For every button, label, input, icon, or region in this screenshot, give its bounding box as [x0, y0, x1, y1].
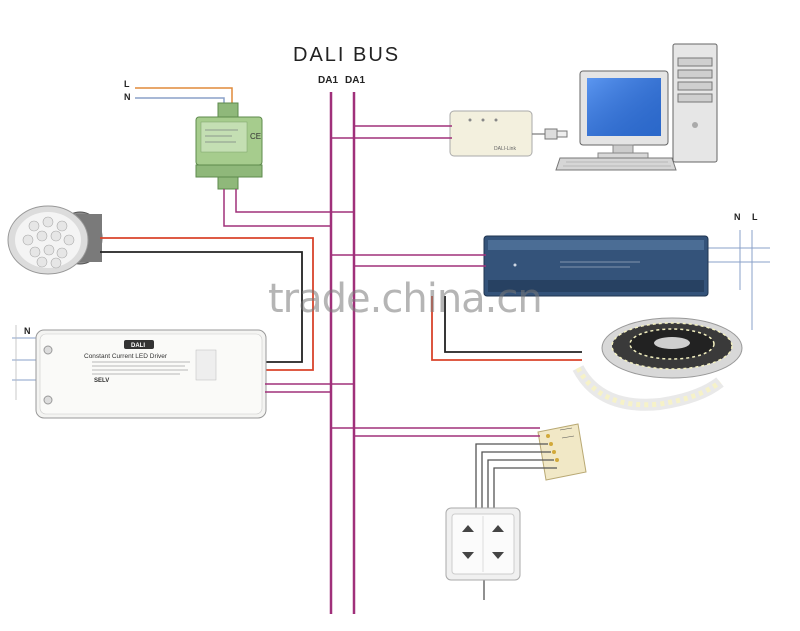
- dali-bus-title: DALI BUS: [293, 44, 401, 66]
- push-button-coupler: [537, 423, 587, 481]
- mains-live-label-top: L: [124, 79, 130, 89]
- driver-title: Constant Current LED Driver: [84, 353, 168, 360]
- driver-brand-badge: DALI: [131, 343, 145, 349]
- dali-power-supply-module: CE: [195, 102, 263, 190]
- computer-monitor: [579, 70, 669, 159]
- ce-mark: CE: [250, 132, 261, 141]
- usb-dali-interface: DALI-Link: [449, 110, 568, 157]
- dali-led-driver-aluminium: [483, 235, 709, 297]
- wall-push-switch: [445, 507, 521, 581]
- bus-line-label-1: DA1: [318, 75, 339, 86]
- bus-line-label-2: DA1: [345, 75, 366, 86]
- usb-interface-label: DALI-Link: [494, 146, 516, 152]
- mains-live-label-right: L: [752, 212, 758, 222]
- coupler-bus-wires: [331, 427, 540, 437]
- computer-tower: [672, 43, 718, 163]
- watermark: trade.china.cn: [268, 276, 543, 322]
- led-downlight: [7, 205, 103, 275]
- mains-neutral-label-top: N: [124, 92, 131, 102]
- dali-bus-lines: [329, 92, 356, 614]
- mains-input-right: [708, 230, 770, 330]
- mains-neutral-label-right: N: [734, 212, 741, 222]
- driver-bus-wires: [265, 383, 354, 393]
- mains-input-left: [12, 325, 40, 400]
- computer-keyboard: [555, 157, 677, 171]
- mains-input-top: [135, 87, 233, 104]
- downlight-wires: [100, 237, 314, 371]
- cv-driver-bus-wires: [331, 254, 486, 267]
- led-strip-reel: [572, 317, 743, 411]
- power-module-bus-wires: [223, 189, 354, 227]
- selv-mark: SELV: [94, 378, 109, 384]
- constant-current-led-driver: DALI Constant Current LED Driver SELV: [35, 329, 267, 419]
- led-strip-wires: [431, 296, 582, 361]
- mains-neutral-label-driver: N: [24, 326, 31, 336]
- usb-interface-bus-wires: [331, 125, 452, 139]
